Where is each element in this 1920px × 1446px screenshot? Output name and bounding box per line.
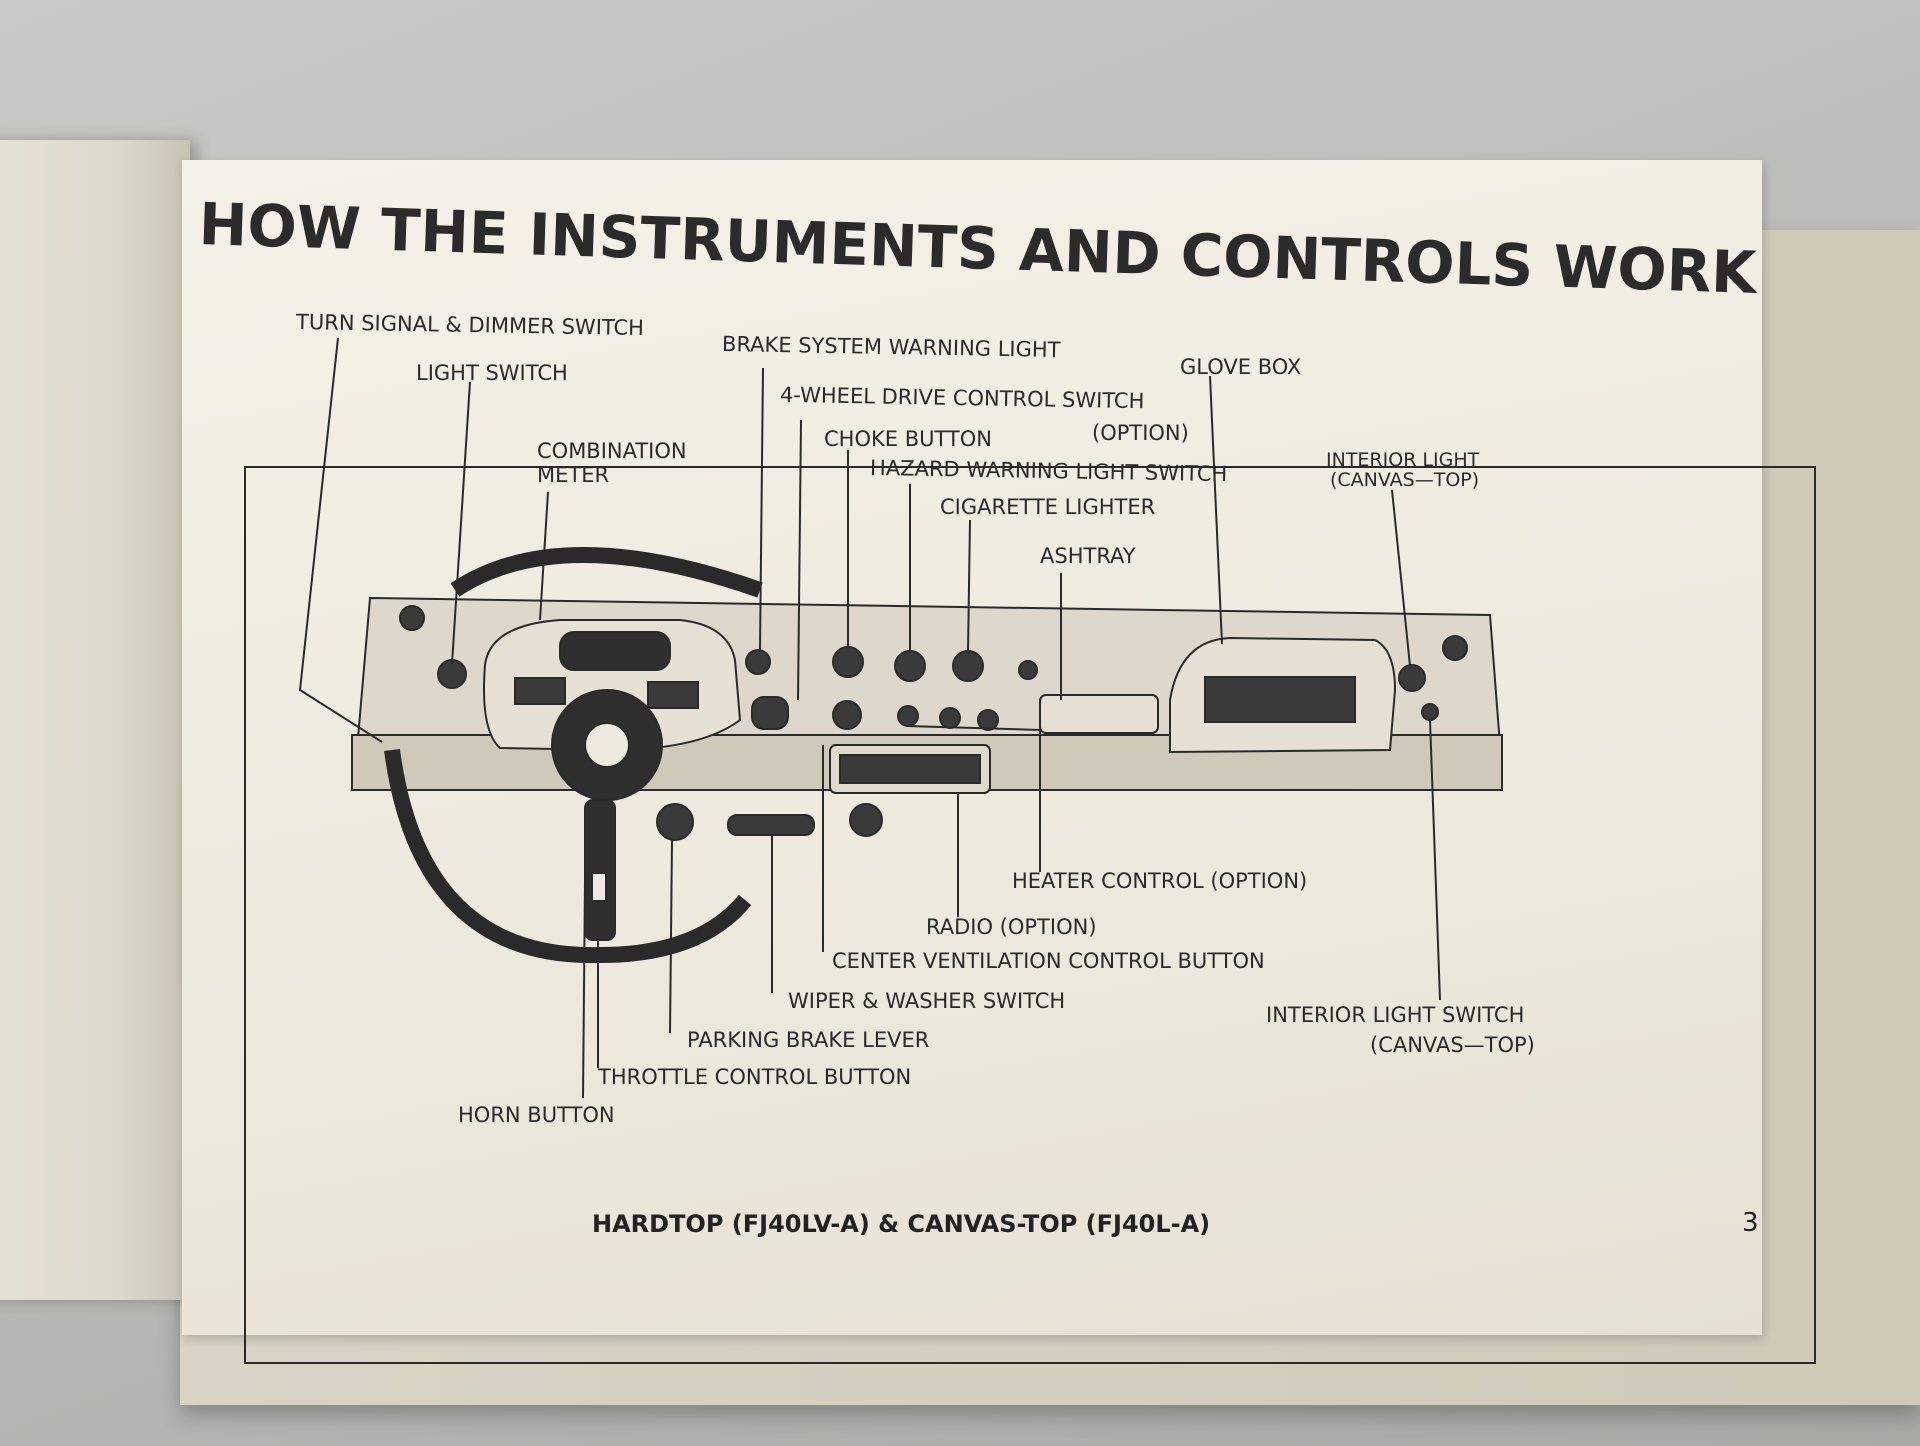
brake-warning-lamp	[745, 649, 771, 675]
leader-glove-box	[1209, 375, 1223, 645]
label-interior-light-canvas: (CANVAS—TOP)	[1330, 469, 1480, 491]
leader-horn	[582, 879, 586, 1099]
gauge-left	[514, 677, 566, 705]
hazard-switch-knob	[894, 650, 926, 682]
leader-lines	[298, 337, 1441, 1099]
label-interior-light-switch: INTERIOR LIGHT SWITCH	[1266, 1003, 1525, 1027]
label-glove-box: GLOVE BOX	[1180, 355, 1302, 379]
label-cigarette-lighter: CIGARETTE LIGHTER	[940, 495, 1156, 519]
leader-light-switch	[451, 381, 471, 665]
four-wheel-switch	[751, 696, 789, 730]
radio-face	[839, 754, 981, 784]
leader-turn-signal	[298, 337, 383, 743]
interior-light-switch	[1421, 703, 1439, 721]
cigarette-lighter-knob	[952, 650, 984, 682]
steering-spoke	[584, 799, 616, 941]
label-horn-button: HORN BUTTON	[458, 1103, 615, 1127]
interior-light	[1398, 664, 1426, 692]
glove-box-placard	[1204, 676, 1356, 723]
label-combination-1: COMBINATION	[537, 439, 687, 463]
left-end-knob	[399, 605, 425, 631]
wiper-switch-knob	[832, 700, 862, 730]
label-light-switch: LIGHT SWITCH	[416, 361, 568, 385]
page-number: 3	[1742, 1208, 1759, 1238]
leader-parking-brake	[669, 839, 673, 1034]
throttle-knob	[656, 803, 694, 841]
vent-button-3	[977, 709, 999, 731]
leader-brake-warning	[759, 367, 764, 651]
light-switch-knob	[437, 659, 467, 689]
leader-combination-meter	[539, 491, 549, 621]
heater-knob	[849, 803, 883, 837]
label-combination-2: METER	[537, 463, 610, 487]
spoke-emblem	[591, 872, 607, 902]
label-ashtray: ASHTRAY	[1040, 544, 1136, 568]
choke-knob	[832, 646, 864, 678]
label-radio: RADIO (OPTION)	[926, 915, 1097, 939]
label-choke-button: CHOKE BUTTON	[824, 427, 992, 451]
label-four-wheel-option: (OPTION)	[1092, 421, 1189, 445]
dash-screw	[1018, 660, 1038, 680]
combination-meter	[483, 619, 742, 752]
diagram-frame	[244, 466, 1816, 1364]
ashtray	[1039, 694, 1159, 734]
left-page	[0, 140, 190, 1300]
right-end-knob	[1442, 635, 1468, 661]
leader-four-wheel	[797, 419, 802, 701]
leader-interior-switch	[1429, 719, 1441, 1001]
label-heater-control: HEATER CONTROL (OPTION)	[1012, 869, 1308, 893]
label-center-ventilation: CENTER VENTILATION CONTROL BUTTON	[832, 949, 1265, 973]
label-interior-light-switch-canvas: (CANVAS—TOP)	[1370, 1033, 1535, 1057]
leader-interior-light	[1391, 489, 1411, 667]
label-wiper-washer-switch: WIPER & WASHER SWITCH	[788, 989, 1066, 1013]
parking-brake-handle	[727, 814, 815, 836]
label-parking-brake-lever: PARKING BRAKE LEVER	[687, 1028, 930, 1052]
figure-caption: HARDTOP (FJ40LV-A) & CANVAS-TOP (FJ40L-A…	[592, 1210, 1211, 1238]
label-throttle-control-button: THROTTLE CONTROL BUTTON	[598, 1065, 912, 1089]
label-interior-light: INTERIOR LIGHT	[1326, 449, 1480, 471]
vent-button-2	[939, 707, 961, 729]
leader-heater	[906, 725, 1041, 872]
horn-button-disc	[584, 722, 630, 768]
gauge-right	[647, 681, 699, 709]
leader-cigarette	[967, 519, 971, 653]
speedometer-face	[559, 631, 671, 671]
vent-button-1	[897, 705, 919, 727]
steering-wheel-top-arc	[450, 547, 763, 598]
steering-wheel-bottom-arc	[384, 748, 752, 964]
